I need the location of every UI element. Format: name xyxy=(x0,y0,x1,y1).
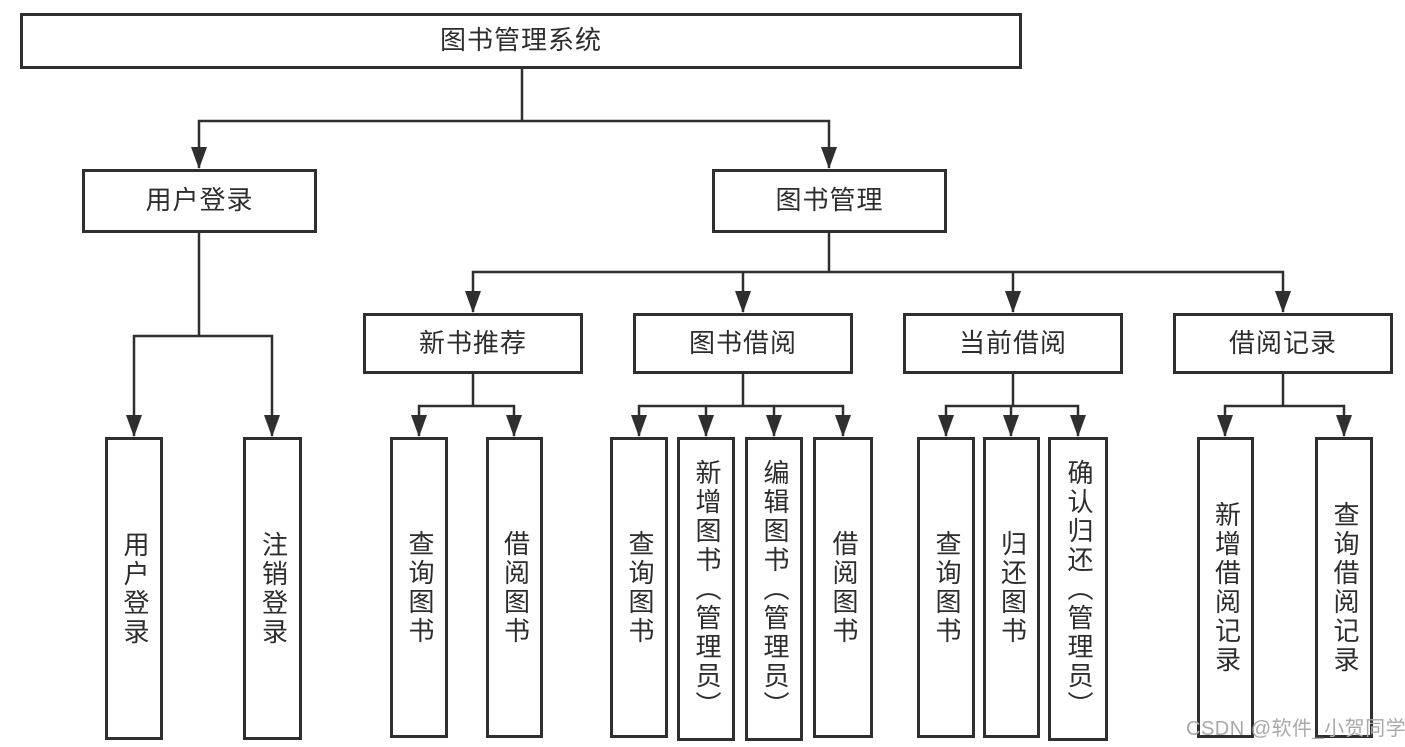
node-leaf-borrow-books-1: 借阅图书 xyxy=(486,437,543,738)
node-book-borrow: 图书借阅 xyxy=(633,313,853,374)
node-new-book-recommend: 新书推荐 xyxy=(363,313,583,374)
node-leaf-query-books-1: 查询图书 xyxy=(390,437,448,738)
node-leaf-add-borrow-record: 新增借阅记录 xyxy=(1197,437,1254,738)
connector-line xyxy=(1223,404,1346,436)
csdn-watermark: CSDN @软件_小贺同学 xyxy=(1186,718,1405,740)
arrowhead-down-icon xyxy=(631,415,647,437)
connector-line xyxy=(637,404,845,436)
connector-line xyxy=(197,119,831,168)
arrowhead-down-icon xyxy=(1336,415,1352,437)
arrowhead-down-icon xyxy=(1070,415,1086,437)
connector-line xyxy=(471,270,1285,312)
node-leaf-borrow-books-2: 借阅图书 xyxy=(813,437,873,738)
node-root: 图书管理系统 xyxy=(20,13,1022,69)
node-current-borrow: 当前借阅 xyxy=(903,313,1123,374)
arrowhead-down-icon xyxy=(698,415,714,437)
arrowhead-down-icon xyxy=(264,415,280,437)
node-user-login: 用户登录 xyxy=(82,169,317,233)
connector-line xyxy=(417,404,516,436)
arrowhead-down-icon xyxy=(1005,291,1021,313)
arrowhead-down-icon xyxy=(191,147,207,169)
arrowhead-down-icon xyxy=(411,415,427,437)
node-leaf-query-books-2: 查询图书 xyxy=(610,437,668,738)
node-leaf-query-borrow-record: 查询借阅记录 xyxy=(1315,437,1373,738)
arrowhead-down-icon xyxy=(821,147,837,169)
node-leaf-return-books: 归还图书 xyxy=(983,437,1040,738)
node-leaf-confirm-return-admin: 确认归还（管理员） xyxy=(1048,437,1108,741)
node-leaf-edit-books-admin: 编辑图书（管理员） xyxy=(745,437,803,741)
node-leaf-add-books-admin: 新增图书（管理员） xyxy=(677,437,735,741)
arrowhead-down-icon xyxy=(1275,291,1291,313)
node-borrow-records: 借阅记录 xyxy=(1173,313,1393,374)
arrowhead-down-icon xyxy=(126,415,142,437)
arrowhead-down-icon xyxy=(735,291,751,313)
node-book-management: 图书管理 xyxy=(712,169,947,233)
arrowhead-down-icon xyxy=(938,415,954,437)
node-leaf-logout: 注销登录 xyxy=(243,437,302,740)
node-leaf-query-books-3: 查询图书 xyxy=(917,437,975,738)
arrowhead-down-icon xyxy=(766,415,782,437)
arrowhead-down-icon xyxy=(506,415,522,437)
arrowhead-down-icon xyxy=(1003,415,1019,437)
connector-line xyxy=(132,334,274,436)
arrowhead-down-icon xyxy=(1217,415,1233,437)
arrowhead-down-icon xyxy=(835,415,851,437)
arrowhead-down-icon xyxy=(465,291,481,313)
node-leaf-user-login: 用户登录 xyxy=(105,437,163,740)
